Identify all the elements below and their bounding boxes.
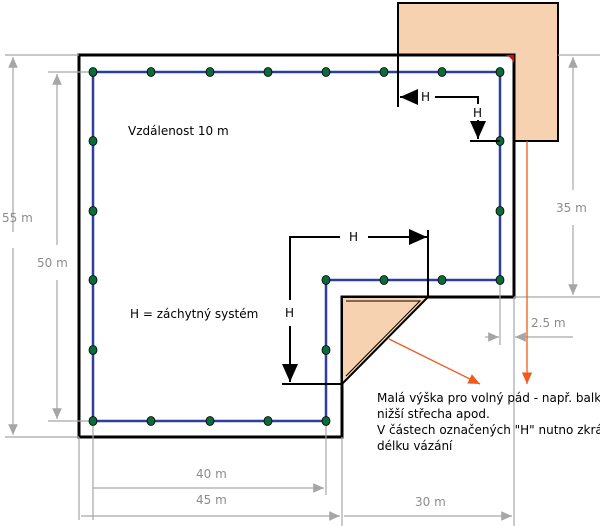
anchor-point [205,416,215,426]
note: Malá výška pro volný pád - např. balkon,… [377,391,600,453]
h-label: H [421,90,430,104]
anchor-point [146,67,156,77]
h-label: H [349,230,358,244]
anchor-point [263,67,273,77]
anchor-point [321,275,331,285]
anchor-points [88,67,505,426]
anchor-point [321,416,331,426]
anchor-point [437,67,447,77]
h-marker-top [397,55,500,142]
svg-text:délku vázání: délku vázání [377,439,453,453]
anchor-point [379,67,389,77]
anchor-point [263,416,273,426]
svg-text:Malá výška pro volný pád - nap: Malá výška pro volný pád - např. balkon, [377,391,600,405]
h-label: H [473,106,482,120]
dim-50: 50 m [37,256,68,270]
anchor-point [88,416,98,426]
dim-55: 55 m [2,211,33,225]
h-label: H [285,306,294,320]
anchor-point [88,275,98,285]
svg-text:V částech označených "H" nutno: V částech označených "H" nutno zkrátit [377,423,600,437]
anchor-point [146,416,156,426]
dim-30: 30 m [415,495,446,509]
anchor-point [495,206,505,216]
roof-outline [77,53,516,439]
anchor-point [205,67,215,77]
h-marker-middle [282,229,429,385]
system-label: H = záchytný systém [130,307,258,321]
dim-35: 35 m [556,201,587,215]
svg-text:nižší střecha apod.: nižší střecha apod. [377,407,490,421]
low-area [341,296,431,387]
spacing-label: Vzdálenost 10 m [128,124,229,138]
anchor-point [321,67,331,77]
corner-marker [505,55,514,64]
pointer-arrow [388,338,481,385]
dim-40: 40 m [196,467,227,481]
dim-45: 45 m [196,493,227,507]
anchor-point [321,345,331,355]
anchor-point [495,67,505,77]
anchor-point [437,275,447,285]
anchor-point [88,136,98,146]
anchor-point [379,275,389,285]
dim-2-5: 2.5 m [531,316,566,330]
anchor-point [495,275,505,285]
anchor-point [88,345,98,355]
dimension-lines [5,54,600,526]
anchor-point [88,206,98,216]
anchor-point [88,67,98,77]
